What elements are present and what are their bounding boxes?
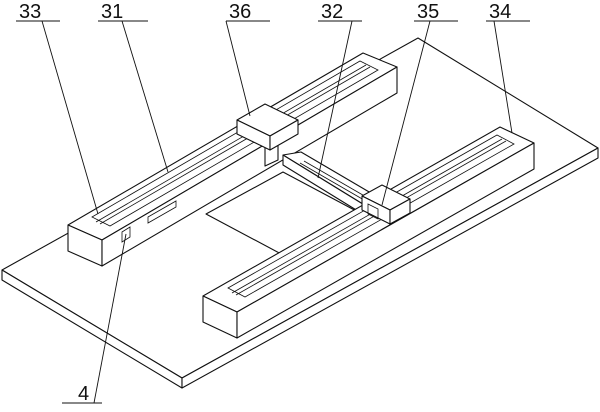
label-32: 32 (321, 1, 343, 23)
front-slider-block (361, 184, 411, 225)
label-4: 4 (78, 383, 89, 405)
front-rail-housing (202, 126, 535, 339)
rear-slider-block (236, 103, 299, 151)
label-36: 36 (229, 1, 251, 23)
label-31: 31 (101, 1, 123, 23)
rear-rail-housing (67, 52, 398, 267)
reference-labels: 33 31 36 32 35 34 4 (19, 1, 511, 405)
carriage-beam (282, 151, 377, 217)
label-34: 34 (489, 1, 511, 23)
label-35: 35 (417, 1, 439, 23)
label-33: 33 (19, 1, 41, 23)
leader-lines (16, 20, 530, 404)
